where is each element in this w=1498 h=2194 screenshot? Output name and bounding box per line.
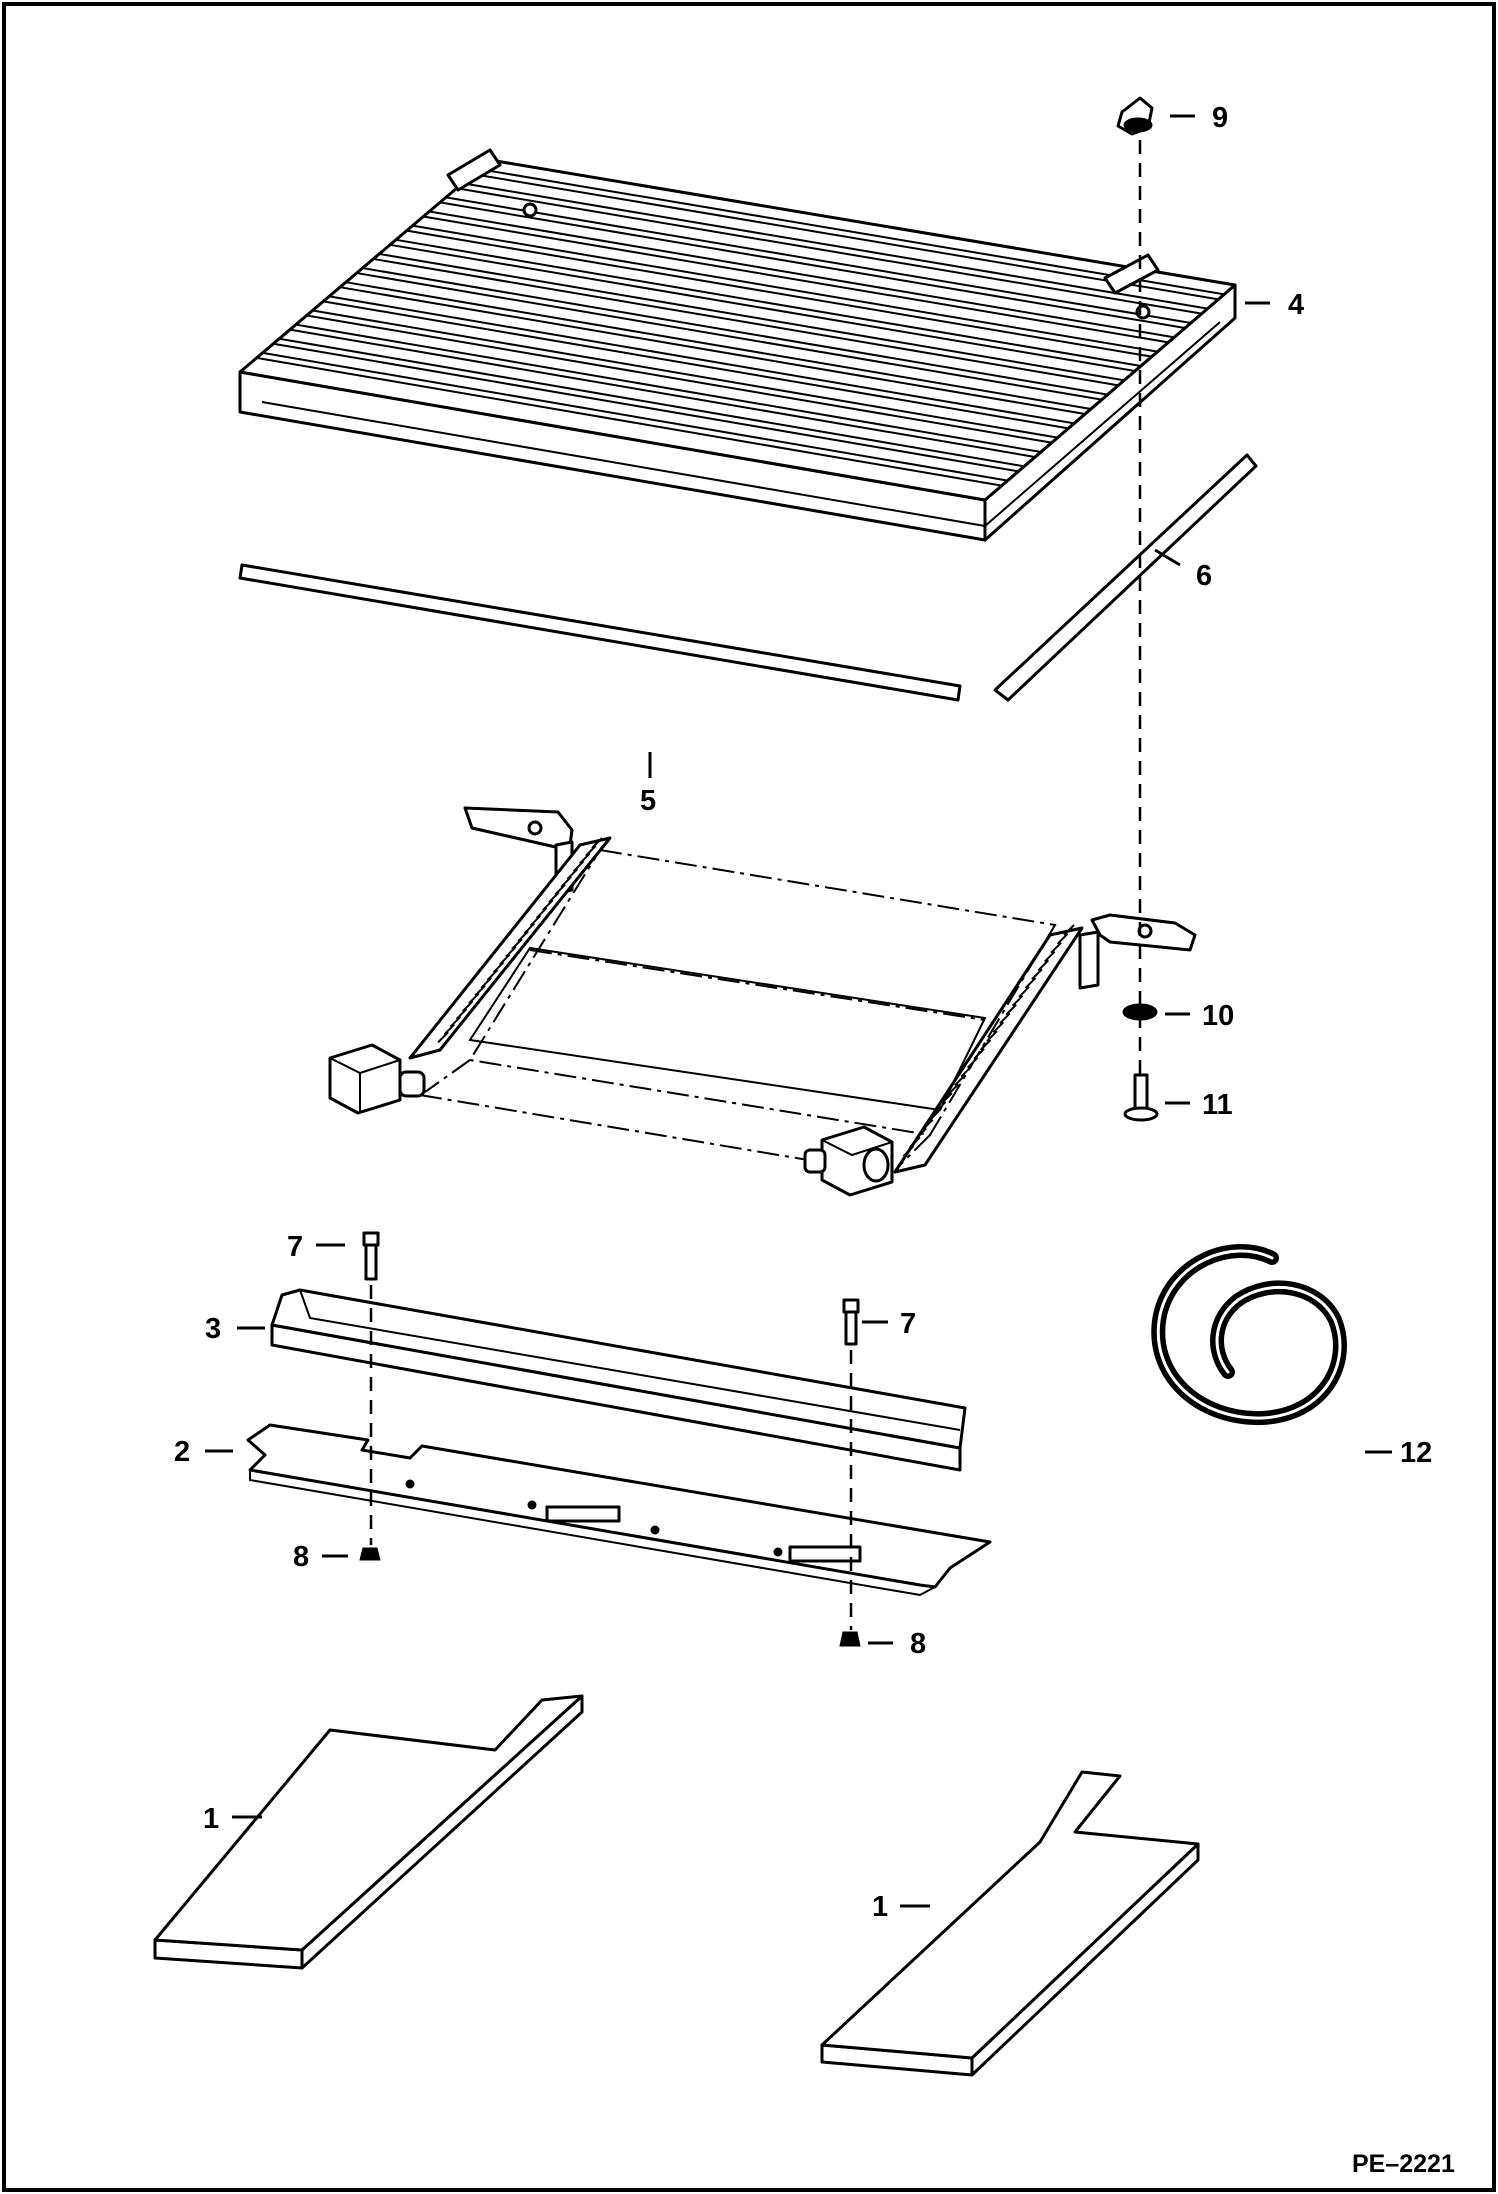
- callout-10: 10: [1202, 1000, 1234, 1032]
- part-foam-pad-left: [153, 1694, 584, 1970]
- part-nut-right: [839, 1631, 861, 1647]
- callout-8-right: 8: [910, 1628, 926, 1660]
- part-nut-left: [359, 1547, 381, 1561]
- callout-1-left: 1: [203, 1803, 219, 1835]
- part-bolt: [1123, 1073, 1159, 1122]
- callout-7-left: 7: [287, 1231, 303, 1263]
- part-bolt-right: [842, 1298, 860, 1346]
- part-angle-bracket: [270, 1288, 967, 1472]
- callout-6: 6: [1196, 560, 1212, 592]
- callout-7-right: 7: [900, 1308, 916, 1340]
- leader-lines: [205, 114, 1392, 1908]
- callout-2: 2: [174, 1436, 190, 1468]
- callout-8-left: 8: [293, 1541, 309, 1573]
- callout-1-right: 1: [872, 1891, 888, 1923]
- callout-9: 9: [1212, 102, 1228, 134]
- part-fastener-top: [1116, 96, 1154, 136]
- part-cooler-core: [328, 806, 1197, 1197]
- callout-12: 12: [1400, 1437, 1432, 1469]
- part-grille-top: [238, 148, 1237, 542]
- callout-3: 3: [205, 1313, 221, 1345]
- part-base-plate: [246, 1423, 992, 1597]
- callout-5: 5: [640, 785, 656, 817]
- drawing-code: PE–2221: [1352, 2150, 1455, 2178]
- fitting-left: [328, 1043, 426, 1115]
- fitting-right: [803, 1125, 894, 1197]
- part-bolt-left: [362, 1231, 380, 1281]
- callout-4: 4: [1288, 289, 1304, 321]
- callout-11: 11: [1202, 1089, 1233, 1121]
- part-seal-strips: [238, 453, 1258, 702]
- part-foam-pad-right: [820, 1770, 1200, 2077]
- part-coiled-hose: [1151, 1244, 1347, 1426]
